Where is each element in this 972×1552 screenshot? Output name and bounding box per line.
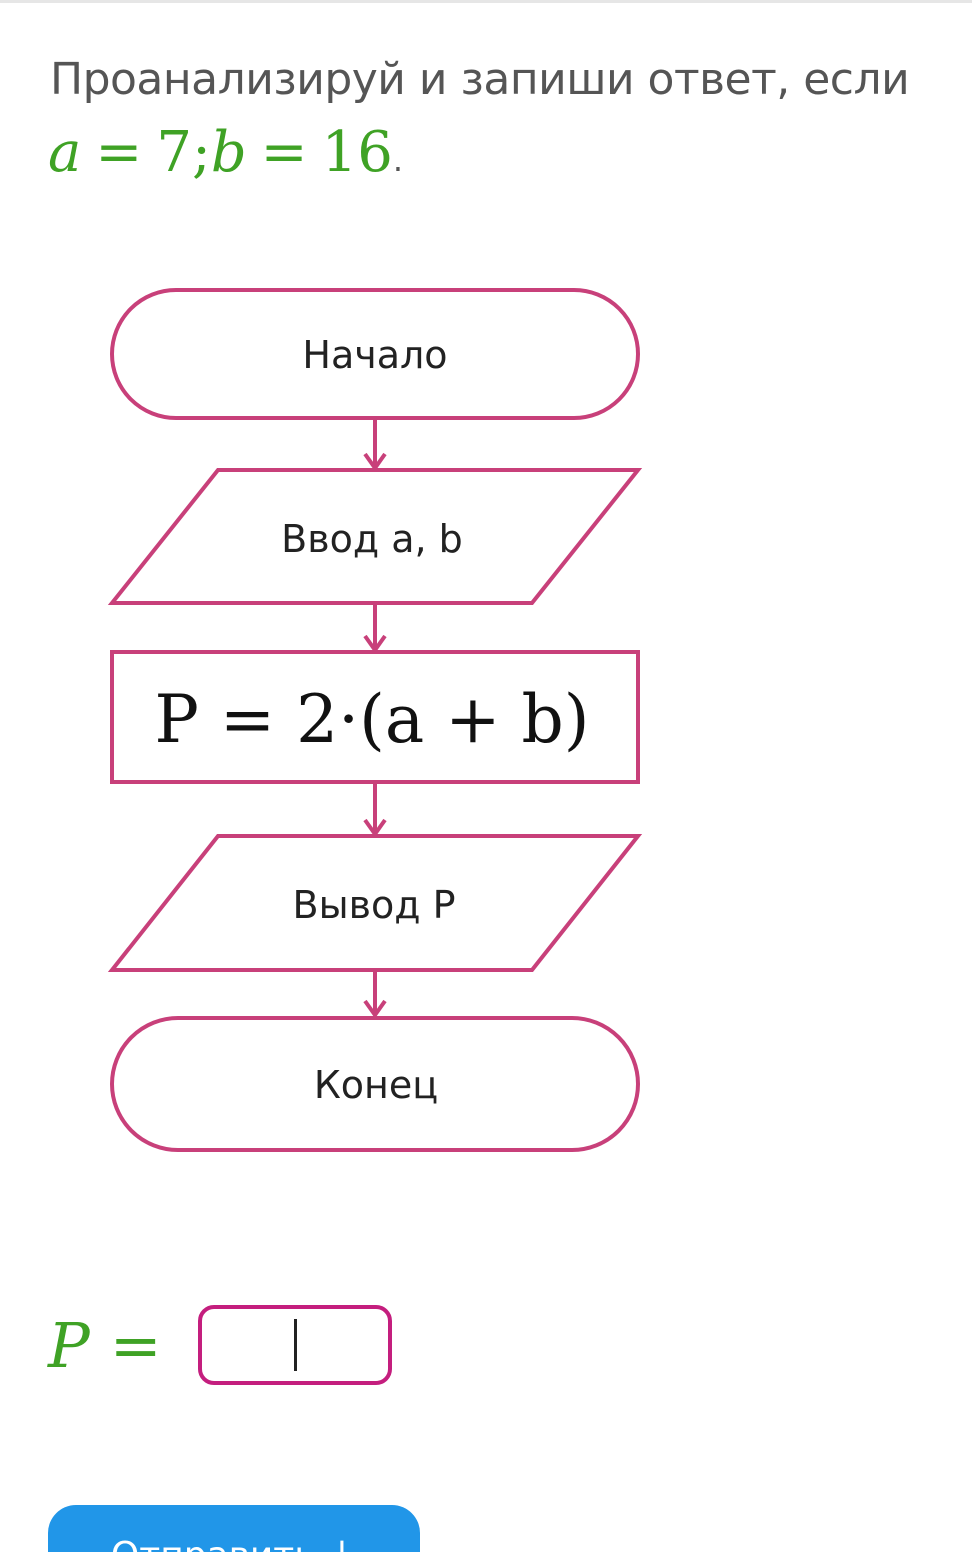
flowchart-end-shape (110, 1016, 640, 1152)
equals-sign: = (95, 120, 143, 185)
value-a: 7; (156, 120, 211, 185)
flowchart-input-shape (107, 468, 643, 605)
value-b: 16 (321, 120, 393, 185)
var-b: b (210, 120, 247, 185)
flowchart-input-label: Ввод a, b (281, 517, 463, 561)
flowchart-output-shape (107, 834, 643, 972)
answer-var: P (48, 1308, 90, 1382)
period: . (392, 141, 404, 179)
var-a: a (48, 120, 82, 185)
flowchart-start-label: Начало (302, 333, 447, 377)
arrow-head-icon (363, 999, 387, 1019)
question-text: Проанализируй и запиши ответ, если (50, 54, 910, 105)
condition-formula: a=7;b=16. (48, 118, 403, 195)
submit-button[interactable]: Отправить ↓ (48, 1505, 420, 1552)
equals-sign: = (260, 120, 308, 185)
top-divider (0, 0, 972, 3)
flowchart-output-label: Вывод P (293, 883, 456, 927)
flowchart-process-label: P = 2·(a + b) (155, 681, 590, 758)
flowchart-image: Начало Ввод a, b P = 2·(a + b) Вывод P К… (107, 288, 643, 1152)
answer-row: P= (48, 1300, 392, 1390)
text-caret (293, 1319, 297, 1371)
answer-label: P= (48, 1309, 162, 1382)
answer-equals: = (109, 1308, 162, 1382)
answer-input[interactable] (197, 1305, 392, 1385)
flowchart-end-label: Конец (314, 1063, 438, 1107)
